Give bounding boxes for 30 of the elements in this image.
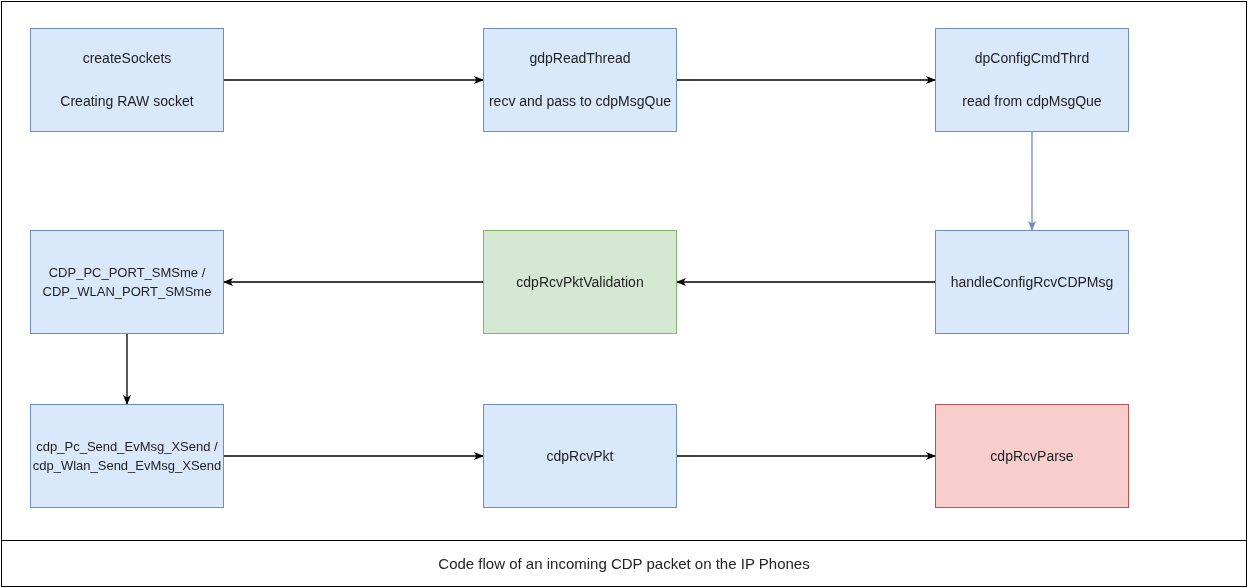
process-box: [483, 230, 677, 334]
arrow: [223, 278, 484, 286]
node-title: CDP_PC_PORT_SMSme / CDP_WLAN_PORT_SMSme: [41, 263, 213, 301]
arrow: [1028, 131, 1036, 231]
node-title: cdpRcvPkt: [546, 446, 614, 466]
node-description: recv and pass to cdpMsgQue: [488, 92, 672, 111]
arrow: [223, 76, 484, 84]
node-title: createSockets: [82, 49, 172, 68]
node-title: dpConfigCmdThrd: [974, 49, 1090, 68]
process-box: [935, 28, 1129, 132]
caption: Code flow of an incoming CDP packet on the IP Phones: [438, 555, 810, 572]
process-box: [935, 404, 1129, 508]
arrow: [676, 76, 936, 84]
process-box: [483, 28, 677, 132]
node-title: cdpRcvParse: [990, 446, 1074, 466]
process-box: [30, 28, 224, 132]
process-box: [30, 230, 224, 334]
arrow: [123, 333, 131, 405]
arrow: [223, 452, 484, 460]
process-box: [935, 230, 1129, 334]
node-description: read from cdpMsgQue: [962, 92, 1102, 111]
process-box: [30, 404, 224, 508]
process-box: [483, 404, 677, 508]
arrow: [676, 452, 936, 460]
node-title: gdpReadThread: [529, 49, 631, 68]
node-title: cdp_Pc_Send_EvMsg_XSend / cdp_Wlan_Send_EvMsg_XSend: [32, 437, 222, 475]
node-title: handleConfigRcvCDPMsg: [950, 272, 1114, 292]
node-title: cdpRcvPktValidation: [516, 272, 644, 292]
arrow: [676, 278, 936, 286]
node-description: Creating RAW socket: [60, 92, 194, 111]
